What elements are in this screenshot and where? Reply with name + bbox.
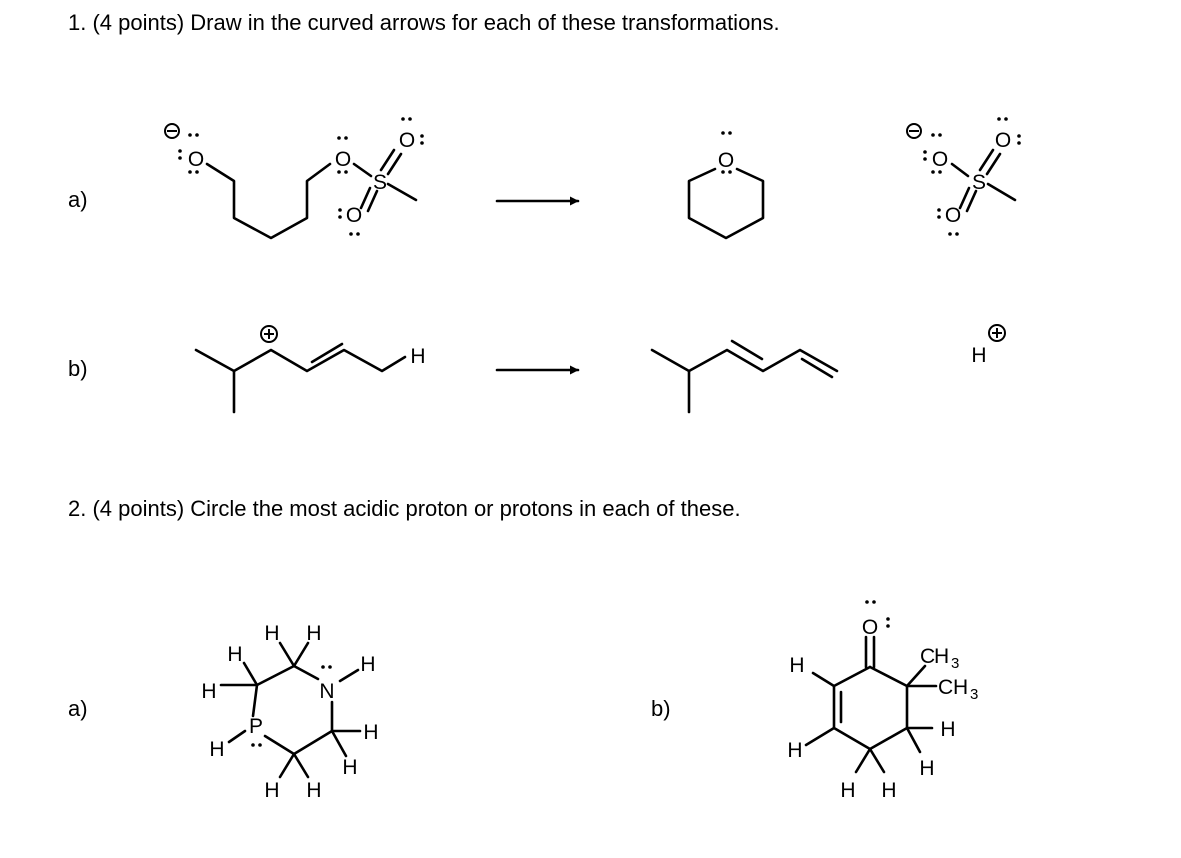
q1a-reactant: O O S O O (164, 117, 424, 240)
q1b-product-diene (650, 339, 839, 414)
atom-h: H (342, 756, 357, 779)
q2a-azaphosphinane: N P H H H H H H H H H H (201, 622, 378, 802)
atom-s: S (373, 171, 387, 194)
atom-o: O (995, 129, 1011, 152)
q1b-reactant: H (194, 325, 426, 414)
lone-pair-dots (251, 665, 332, 747)
atom-o: O (932, 148, 948, 171)
atom-h: H (789, 654, 804, 677)
q2b-cyclohexenone: O H H H H H H C H 3 C H 3 (787, 600, 978, 802)
atom-h: H (840, 779, 855, 802)
atom-h: H (306, 779, 321, 802)
q1-part-a-label: a) (68, 187, 88, 212)
q1b-proton: H (971, 324, 1006, 367)
atom-h: H (971, 344, 986, 367)
lone-pair-dots (865, 600, 890, 628)
atom-h: H (227, 643, 242, 666)
atom-o: O (188, 148, 204, 171)
atom-h: H (787, 739, 802, 762)
negative-charge-icon (906, 123, 922, 139)
question-2-text: 2. (4 points) Circle the most acidic pro… (68, 496, 741, 521)
atom-h: H (363, 721, 378, 744)
atom-o: O (399, 129, 415, 152)
atom-c: C (920, 645, 935, 668)
atom-h: H (940, 718, 955, 741)
atom-h: H (919, 757, 934, 780)
lone-pair-dots (721, 131, 732, 174)
subscript: 3 (970, 686, 978, 703)
lone-pair-dots (923, 117, 1021, 236)
atom-o: O (945, 204, 961, 227)
atom-o: O (862, 616, 878, 639)
negative-charge-icon (164, 123, 180, 139)
lone-pair-dots (178, 117, 424, 236)
q1a-product-oxane: O (687, 131, 765, 240)
q1a-product-mesylate: O S O O (906, 117, 1021, 236)
atom-h: H (953, 676, 968, 699)
methyl-group: C H 3 (938, 676, 978, 703)
q2-part-b-label: b) (651, 696, 671, 721)
atom-h: H (264, 622, 279, 645)
atom-h: H (201, 680, 216, 703)
subscript: 3 (951, 655, 959, 672)
q2-part-a-label: a) (68, 696, 88, 721)
atom-h: H (264, 779, 279, 802)
atom-o: O (718, 149, 734, 172)
atom-h: H (360, 653, 375, 676)
atom-s: S (972, 171, 986, 194)
positive-charge-icon (260, 325, 278, 343)
methyl-group: C H 3 (920, 645, 959, 672)
atom-h: H (209, 738, 224, 761)
atom-c: C (938, 676, 953, 699)
atom-p: P (249, 715, 263, 738)
positive-charge-icon (988, 324, 1006, 342)
atom-h: H (934, 645, 949, 668)
atom-o: O (335, 148, 351, 171)
q1-part-b-label: b) (68, 356, 88, 381)
atom-h: H (881, 779, 896, 802)
atom-o: O (346, 204, 362, 227)
atom-n: N (319, 680, 334, 703)
atom-h: H (306, 622, 321, 645)
question-1-text: 1. (4 points) Draw in the curved arrows … (68, 10, 780, 35)
atom-h: H (410, 345, 425, 368)
